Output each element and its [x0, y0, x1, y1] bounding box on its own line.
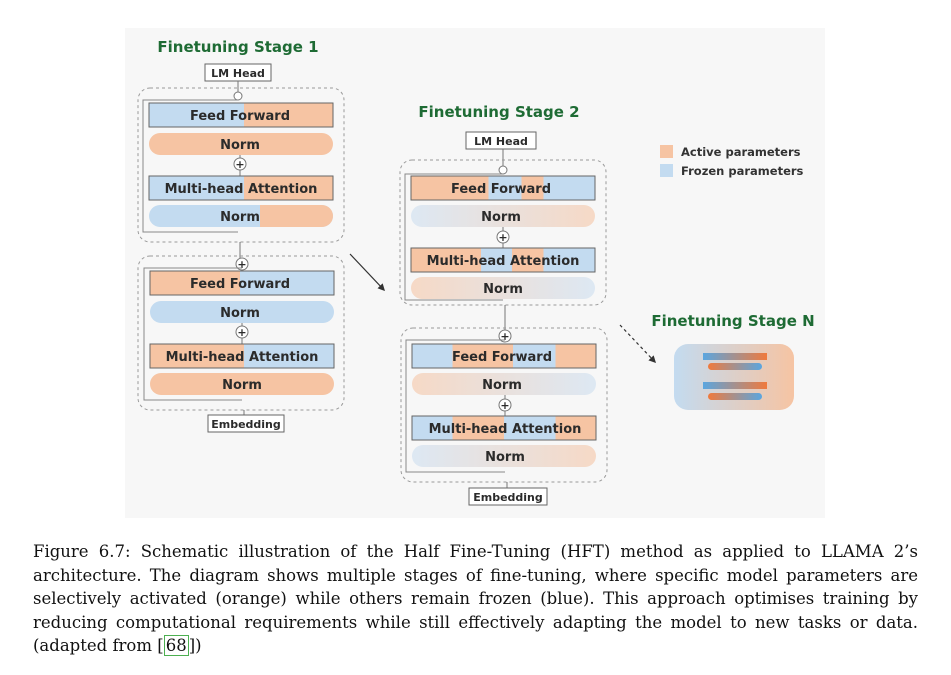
stage2-att2-label: Multi-head Attention	[429, 422, 582, 437]
caption-suffix: ])	[188, 636, 202, 655]
figure-caption: Figure 6.7: Schematic illustration of th…	[33, 540, 918, 658]
stage2-lower-layer	[400, 327, 608, 483]
stageN-bar	[708, 363, 762, 370]
stageN-block	[674, 344, 794, 410]
stage2-norm4-label: Norm	[485, 450, 525, 465]
legend-frozen-swatch	[660, 164, 673, 177]
legend-active-swatch	[660, 145, 673, 158]
stageN-title: Finetuning Stage N	[651, 312, 814, 330]
caption-text: Figure 6.7: Schematic illustration of th…	[33, 542, 918, 655]
stage2-title: Finetuning Stage 2	[418, 103, 579, 121]
stageN-bar	[703, 382, 767, 389]
stage2-ff1-label: Feed Forward	[451, 182, 551, 197]
stage2-upper-layer	[399, 159, 607, 306]
plus-icon	[498, 398, 512, 412]
stage2-norm-2	[411, 277, 595, 299]
stage2-norm2-label: Norm	[483, 282, 523, 297]
stage2-att1-label: Multi-head Attention	[427, 254, 580, 269]
stage1-lm-head-label: LM Head	[211, 67, 265, 80]
stageN-bar	[708, 393, 762, 400]
stage2-norm-1	[411, 205, 595, 227]
stage2-attention-1	[410, 247, 596, 273]
citation-link[interactable]: 68	[163, 635, 189, 656]
plus-icon	[498, 329, 512, 343]
stage1-norm-4	[150, 373, 334, 395]
stage2-ff2-label: Feed Forward	[452, 350, 552, 365]
stage1-lower-layer	[137, 255, 345, 411]
stage1-att2-label: Multi-head Attention	[166, 350, 319, 365]
legend-frozen-label: Frozen parameters	[681, 164, 804, 178]
stage2-embedding-box	[468, 487, 548, 506]
stage2-feed-forward-1	[410, 175, 596, 201]
stage2-attention-2	[411, 415, 597, 441]
stage2-norm-3	[412, 373, 596, 395]
stage1-embedding-label: Embedding	[211, 418, 281, 431]
stage1-norm1-label: Norm	[220, 138, 260, 153]
stage1-norm3-label: Norm	[220, 306, 260, 321]
stage2-lm-head-label: LM Head	[474, 135, 528, 148]
plus-icon	[235, 325, 249, 339]
stage1-norm2-label: Norm	[220, 210, 260, 225]
svg-text:+: +	[498, 231, 507, 244]
stage2-norm1-label: Norm	[481, 210, 521, 225]
svg-text:+: +	[500, 399, 509, 412]
stage1-norm-1	[149, 133, 333, 155]
arrow-stage2-to-stageN	[619, 324, 656, 364]
svg-text:+: +	[500, 330, 509, 343]
stage1-embedding-box	[207, 414, 285, 433]
stage1-norm4-label: Norm	[222, 378, 262, 393]
svg-text:+: +	[237, 258, 246, 271]
svg-text:+: +	[237, 326, 246, 339]
stage1-upper-layer	[137, 87, 345, 243]
arrow-stage1-to-stage2	[349, 253, 385, 292]
plus-icon	[498, 165, 508, 175]
stage1-att1-label: Multi-head Attention	[165, 182, 318, 197]
stageN-bar	[703, 353, 767, 360]
stage2-feed-forward-2	[411, 343, 597, 369]
stage2-norm-4	[412, 445, 596, 467]
stage2-lm-head-box	[465, 131, 537, 150]
legend-active-label: Active parameters	[681, 145, 801, 159]
svg-text:+: +	[235, 158, 244, 171]
stage1-norm-3	[150, 301, 334, 323]
plus-icon	[233, 157, 247, 171]
plus-icon	[496, 230, 510, 244]
plus-icon	[233, 91, 243, 101]
stage1-title: Finetuning Stage 1	[157, 38, 318, 56]
stage2-norm3-label: Norm	[482, 378, 522, 393]
stage2-embedding-label: Embedding	[473, 491, 543, 504]
plus-icon	[235, 257, 249, 271]
stage1-ff1-label: Feed Forward	[190, 109, 290, 124]
stage1-ff2-label: Feed Forward	[190, 277, 290, 292]
